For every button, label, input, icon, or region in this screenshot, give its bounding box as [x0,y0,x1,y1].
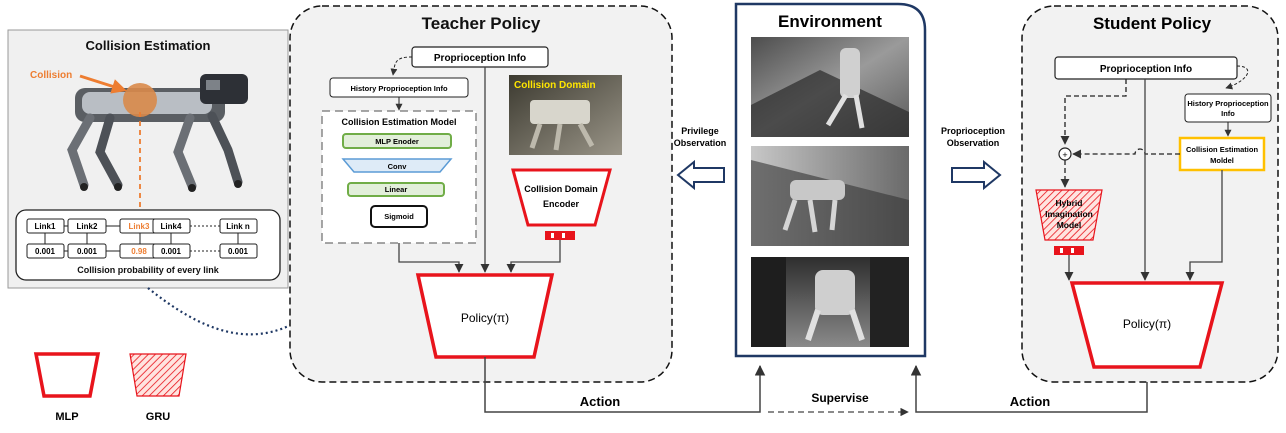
him-line-2: Imagination [1045,209,1093,219]
link-label-3: Link3 [129,222,150,231]
privilege-label-2: Observation [674,138,727,148]
layer-mlp-encoder: MLP Enoder [375,137,419,146]
env-scene-2 [751,146,909,246]
layer-linear: Linear [385,185,408,194]
student-title: Student Policy [1093,14,1212,33]
link-table-caption: Collision probability of every link [77,265,220,275]
collision-domain-label: Collision Domain [514,80,596,91]
student-cem-line-1: Collision Estimation [1186,145,1259,154]
teacher-proprio-info: Proprioception Info [434,53,526,64]
teacher-policy-label: Policy(π) [461,311,509,325]
collision-panel-title: Collision Estimation [86,38,211,53]
student-latent-vector [1054,246,1084,255]
him-line-3: Model [1057,220,1082,230]
layer-conv: Conv [388,162,408,171]
link-table: Link1 Link2 Link3 Link4 Link n 0.001 0.0… [26,218,258,259]
proprio-obs-label-2: Observation [947,138,1000,148]
encoder-line-1: Collision Domain [524,184,598,194]
student-cem-box [1178,136,1266,172]
link-prob-2: 0.001 [77,247,98,256]
link-prob-1: 0.001 [35,247,56,256]
link-label-4: Link4 [161,222,182,231]
legend: MLP GRU [33,352,187,423]
legend-gru-label: GRU [146,411,171,423]
student-proprio-info: Proprioception Info [1100,64,1192,75]
environment-panel: Environment [734,2,927,358]
collision-callout-arrow [79,74,127,94]
link-prob-4: 0.001 [161,247,182,256]
legend-gru-icon [129,353,187,397]
privilege-observation-arrow: Privilege Observation [674,126,727,191]
student-policy-panel: Student Policy Proprioception Info Histo… [1021,5,1279,383]
action-right-label: Action [1010,394,1051,409]
student-cem-line-2: Moldel [1210,156,1234,165]
env-scene-3 [751,257,909,347]
teacher-policy-mlp [415,273,555,359]
student-history-line-1: History Proprioception [1187,99,1269,108]
link-prob-3: 0.98 [131,247,147,256]
action-left-label: Action [580,394,621,409]
layer-sigmoid: Sigmoid [384,212,414,221]
env-scene-1 [751,37,909,137]
action-flow: Action Action Supervise [484,357,1148,417]
environment-title: Environment [778,12,882,31]
link-prob-n: 0.001 [228,247,249,256]
student-policy-mlp [1069,281,1225,369]
teacher-title: Teacher Policy [422,14,541,33]
teacher-policy-panel: Teacher Policy Proprioception Info Histo… [289,5,673,383]
encoder-line-2: Encoder [543,199,580,209]
sum-plus: + [1062,150,1067,160]
collision-estimation-panel: Collision Estimation Collision [7,29,289,289]
collision-domain-image: Collision Domain [509,75,622,155]
legend-mlp-label: MLP [55,411,78,423]
him-line-1: Hybrid [1056,198,1083,208]
privilege-label-1: Privilege [681,126,719,136]
collision-callout: Collision [30,70,72,81]
teacher-latent-vector [545,231,575,240]
robot-dog-image [67,74,248,192]
hybrid-imagination-model [1035,189,1103,241]
link-label-2: Link2 [77,222,98,231]
proprioception-observation-arrow: Proprioception Observation [941,126,1005,191]
proprio-obs-label-1: Proprioception [941,126,1005,136]
supervise-label: Supervise [811,391,869,405]
student-policy-label: Policy(π) [1123,317,1171,331]
teacher-cem-title: Collision Estimation Model [341,117,456,127]
student-history-line-2: Info [1221,109,1235,118]
legend-mlp-icon [33,352,101,398]
link-label-n: Link n [226,222,250,231]
link-label-1: Link1 [35,222,56,231]
teacher-history-info: History Proprioception Info [350,84,448,93]
collision-domain-encoder [511,168,612,227]
